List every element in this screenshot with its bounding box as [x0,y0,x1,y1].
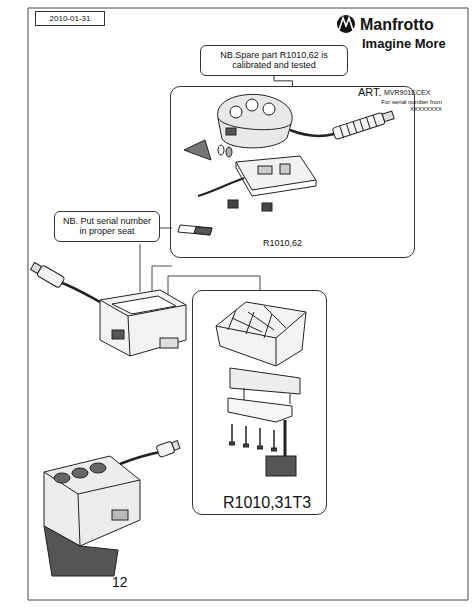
clamp-part [216,302,306,476]
note-text: NB. Put serial number in proper seat [59,216,155,237]
circuit-board [236,156,316,190]
leader-line [168,276,260,300]
control-knob [218,94,293,147]
assembled-unit [172,441,180,451]
clamp-part [284,420,287,456]
logo-icon [337,15,355,33]
cable [373,115,377,126]
serial-plate [194,227,212,235]
clamp-part [244,444,249,447]
main-assembly [30,261,65,288]
spare-part-panel: R1010,31T3 [192,290,327,515]
circuit-board [258,166,272,174]
clamp-part [246,312,254,334]
note-text: 2010-01-31 [38,14,102,23]
circuit-board [198,178,244,196]
main-assembly [100,290,186,356]
brand-name: Manfrotto [360,16,434,34]
clamp-part [266,456,296,476]
assembled-unit [44,526,118,576]
cable [290,109,395,140]
main-assembly [112,296,176,314]
cable [332,112,385,139]
logo-icon [337,15,355,33]
main-assembly [112,330,124,339]
note-text: NB.Spare part R1010,62 is calibrated and… [205,50,343,71]
control-knob [263,103,275,115]
main-assembly [30,261,186,356]
assembled-unit [120,452,160,464]
cable [360,119,364,130]
leader-line [274,76,293,86]
cable [346,124,350,135]
circuit-board [236,162,316,196]
assembled-unit [156,439,181,458]
clamp-part [230,368,300,394]
brand-slogan: Imagine More [362,37,446,51]
circuit-board [262,203,272,211]
page-number: 12 [112,575,128,590]
assembled-unit [44,456,140,546]
article-code: MVR901ECEX [384,89,430,97]
control-knob [230,106,242,118]
leader-line [140,244,141,292]
clamp-part [216,302,306,366]
assembled-unit [44,439,181,576]
circuit-board [198,156,316,211]
trigger-part [184,140,232,160]
note-callout: NB.Spare part R1010,62 is calibrated and… [200,45,348,76]
control-knob [246,99,258,111]
serial-plate [178,225,212,235]
cable [340,115,377,137]
clamp-part [272,448,277,451]
cable [340,126,344,137]
clamp-part [259,428,261,446]
spare-part-panel: R1010,62 [170,86,415,258]
clamp-part [264,306,286,328]
assembled-unit [54,473,70,483]
article-label: ART. [358,86,382,98]
main-assembly [160,338,178,348]
trigger-part [184,140,211,160]
main-assembly [60,282,104,304]
clamp-part [228,310,236,330]
clamp-part [258,446,263,449]
logo-icon [339,18,353,30]
serial-note: For serial number from XXXXXXXX [380,99,442,112]
page-frame [28,8,468,600]
cable [382,111,394,122]
cable [353,121,357,132]
circuit-board [228,200,238,208]
part-number: R1010,62 [263,238,302,248]
cable [332,109,395,140]
cable [290,130,334,136]
clamp-part [228,398,292,422]
cable [366,117,370,128]
clamp-part [230,424,277,451]
clamp-part [230,442,235,445]
leader-line [152,266,172,292]
trigger-part [218,145,224,155]
clamp-part [273,430,275,448]
clamp-part [216,312,306,366]
date-box: 2010-01-31 [35,11,105,26]
part-number: R1010,31T3 [223,494,311,512]
circuit-board [280,164,290,174]
clamp-part [228,306,286,338]
serial-plate [178,225,212,235]
assembled-unit [72,468,88,478]
assembled-unit [90,463,106,473]
page-frame [28,8,468,600]
clamp-part [245,426,247,444]
main-assembly [31,263,42,274]
assembled-unit [112,510,128,520]
control-knob [226,128,236,135]
note-callout: NB. Put serial number in proper seat [54,211,160,242]
trigger-part [226,147,232,157]
clamp-part [264,314,272,338]
clamp-part [231,424,233,442]
control-knob [218,94,293,147]
